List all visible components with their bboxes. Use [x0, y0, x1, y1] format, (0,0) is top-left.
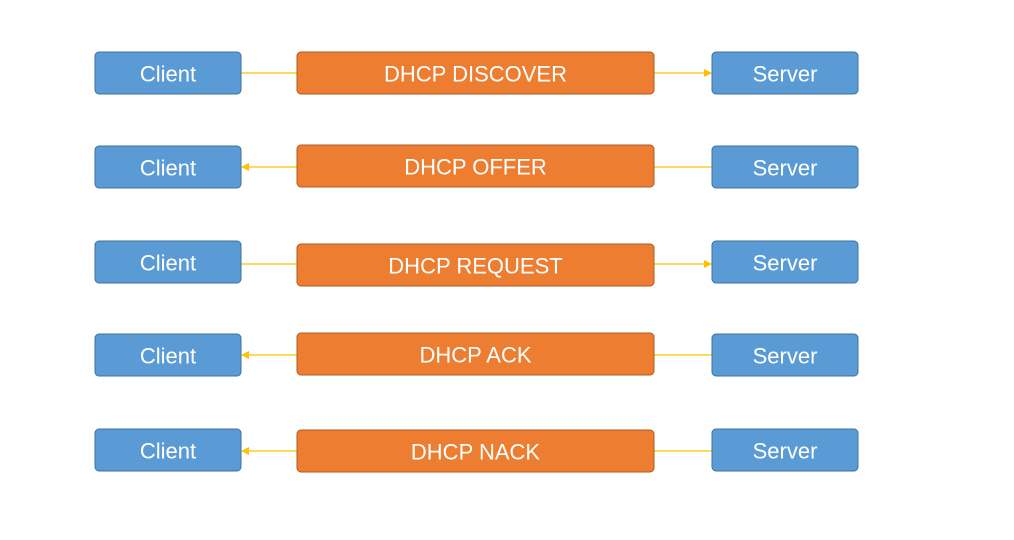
message-box-label: DHCP REQUEST: [388, 254, 562, 279]
client-box-shape: [94, 51, 242, 95]
client-box: Client: [94, 428, 242, 472]
message-box-label: DHCP ACK: [419, 343, 531, 368]
client-box-shape: [94, 145, 242, 189]
server-box-shape: [711, 145, 859, 189]
message-box-shape: [296, 243, 655, 287]
message-row: Client DHCP DISCOVER Server: [94, 51, 859, 95]
client-box-label: Client: [140, 251, 196, 276]
client-box: Client: [94, 333, 242, 377]
client-box-label: Client: [140, 62, 196, 87]
server-box-shape: [711, 240, 859, 284]
server-box-label: Server: [753, 251, 818, 276]
client-box-label: Client: [140, 439, 196, 464]
server-box-label: Server: [753, 439, 818, 464]
message-box-shape: [296, 51, 655, 95]
message-row: Client DHCP OFFER Server: [94, 144, 859, 189]
message-box-shape: [296, 144, 655, 188]
message-row: Client DHCP ACK Server: [94, 332, 859, 377]
server-box: Server: [711, 333, 859, 377]
message-box: DHCP DISCOVER: [296, 51, 655, 95]
client-box: Client: [94, 240, 242, 284]
server-box-shape: [711, 428, 859, 472]
client-box-shape: [94, 333, 242, 377]
server-box-shape: [711, 51, 859, 95]
server-box-shape: [711, 333, 859, 377]
client-box-label: Client: [140, 344, 196, 369]
message-box-label: DHCP DISCOVER: [384, 62, 567, 87]
message-box-shape: [296, 332, 655, 376]
message-box: DHCP NACK: [296, 429, 655, 473]
server-box: Server: [711, 428, 859, 472]
message-box-shape: [296, 429, 655, 473]
server-box-label: Server: [753, 62, 818, 87]
message-row: Client DHCP REQUEST Server: [94, 240, 859, 287]
message-box: DHCP OFFER: [296, 144, 655, 188]
client-box-shape: [94, 240, 242, 284]
message-box-label: DHCP NACK: [411, 440, 541, 465]
client-box-label: Client: [140, 156, 196, 181]
message-row: Client DHCP NACK Server: [94, 428, 859, 473]
server-box-label: Server: [753, 156, 818, 181]
server-box: Server: [711, 240, 859, 284]
message-box: DHCP REQUEST: [296, 243, 655, 287]
client-box: Client: [94, 51, 242, 95]
message-box-label: DHCP OFFER: [404, 155, 547, 180]
client-box: Client: [94, 145, 242, 189]
client-box-shape: [94, 428, 242, 472]
server-box: Server: [711, 145, 859, 189]
server-box-label: Server: [753, 344, 818, 369]
server-box: Server: [711, 51, 859, 95]
message-box: DHCP ACK: [296, 332, 655, 376]
